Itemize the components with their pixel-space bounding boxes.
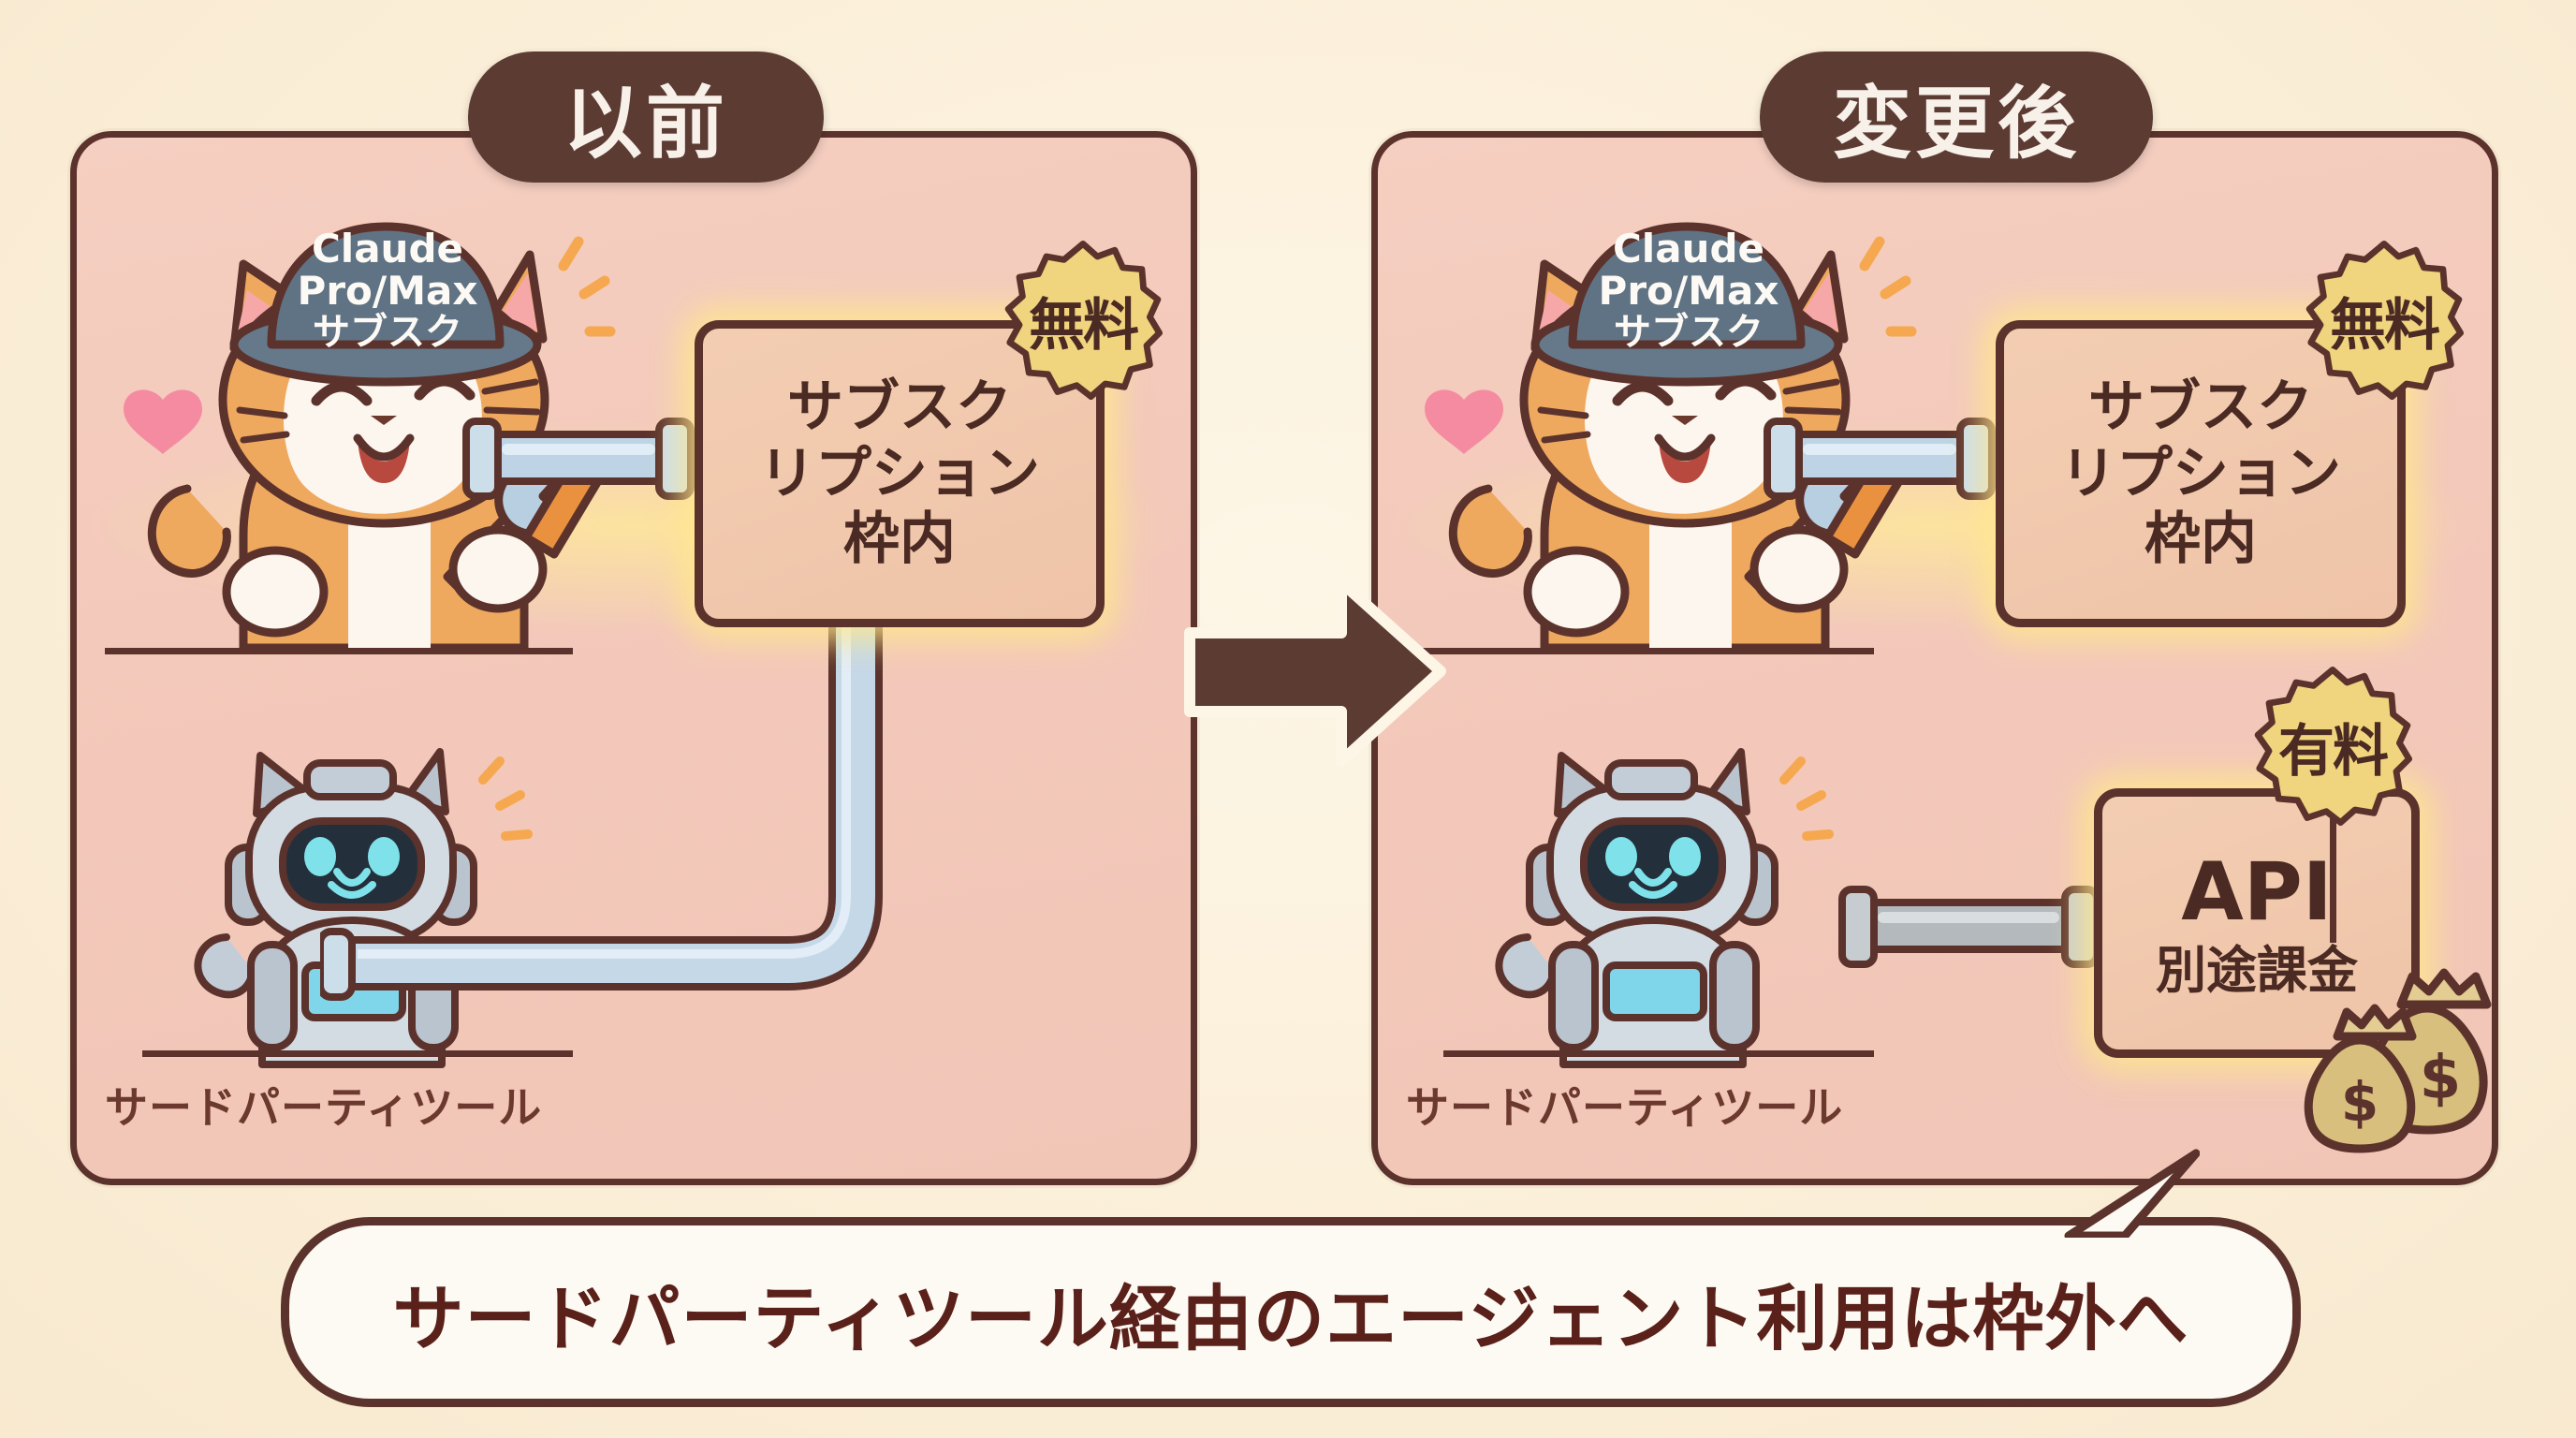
free-badge-label: 無料	[1029, 292, 1139, 359]
api-box: API 別途課金	[2094, 788, 2420, 1058]
bottom-callout-banner: サードパーティツール経由のエージェント利用は枠外へ	[281, 1217, 2301, 1407]
header-label-after: 変更後	[1832, 77, 2080, 169]
free-badge-before: 無料	[1003, 241, 1163, 400]
hat-line-1: Claude	[1613, 226, 1764, 271]
cat-character-before: Claude Pro/Max サブスク	[124, 208, 616, 653]
free-badge-after: 無料	[2305, 241, 2464, 400]
ground-line-cat-after	[1406, 648, 1874, 654]
third-party-label-after: サードパーティツール	[1406, 1082, 1844, 1133]
banner-text: サードパーティツール経由のエージェント利用は枠外へ	[392, 1276, 2189, 1360]
heart-icon	[124, 389, 202, 454]
ground-line-robot-before	[142, 1050, 573, 1057]
pipe-subscription-after	[1764, 418, 2001, 500]
sparkle-icon	[1859, 236, 1917, 337]
header-pill-after: 変更後	[1760, 51, 2153, 183]
sparkle-icon	[1779, 756, 1834, 841]
hat-line-1: Claude	[312, 226, 463, 271]
pipe-api-separate	[1838, 886, 2106, 968]
paid-badge: 有料	[2253, 667, 2412, 826]
sparkle-icon	[558, 236, 616, 337]
sparkle-icon	[478, 756, 533, 841]
panel-before: Claude Pro/Max サブスク サブスク リプション 枠内	[70, 131, 1197, 1185]
starburst-shape	[1004, 241, 1163, 400]
transition-arrow	[1184, 577, 1446, 767]
callout-tail	[2064, 1149, 2200, 1238]
dollar-symbol-1: $	[2420, 1044, 2462, 1113]
ground-line-robot-after	[1443, 1050, 1874, 1057]
hat-line-3: サブスク	[1614, 311, 1764, 354]
pipe-subscription-before	[462, 418, 700, 500]
header-label-before: 以前	[563, 77, 728, 169]
free-badge-label: 無料	[2330, 292, 2440, 359]
api-line-2: 別途課金	[2156, 940, 2358, 1000]
sub-line-3: 枠内	[843, 506, 956, 573]
sub-line-3: 枠内	[2144, 506, 2257, 573]
starburst-shape	[2254, 667, 2412, 826]
paid-badge-stem	[2330, 774, 2336, 943]
hat-line-3: サブスク	[313, 311, 462, 354]
sub-line-1: サブスク	[2088, 374, 2313, 440]
sub-line-2: リプション	[2060, 440, 2341, 506]
dollar-symbol-2: $	[2341, 1070, 2378, 1134]
third-party-label-before: サードパーティツール	[105, 1082, 543, 1133]
ground-line-cat-before	[105, 648, 573, 654]
money-bags-icon: $ $	[2304, 968, 2492, 1153]
robot-tail	[194, 933, 256, 999]
heart-icon	[1425, 389, 1503, 454]
hat-line-2: Pro/Max	[298, 268, 478, 314]
robot-tail	[1495, 933, 1558, 999]
paid-badge-label: 有料	[2278, 718, 2389, 785]
hat-line-2: Pro/Max	[1599, 268, 1779, 314]
sub-line-1: サブスク	[787, 374, 1012, 440]
header-pill-before: 以前	[468, 51, 824, 183]
api-line-1: API	[2181, 845, 2333, 940]
sub-line-2: リプション	[759, 440, 1040, 506]
starburst-shape	[2305, 241, 2464, 400]
robot-character-after	[1471, 737, 1846, 1068]
